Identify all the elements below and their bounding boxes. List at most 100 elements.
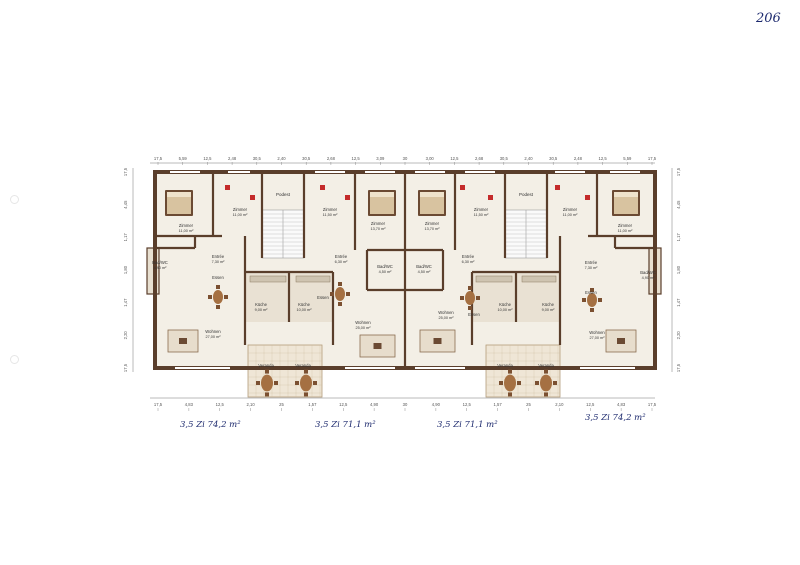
room-area: 6,30 m²: [462, 260, 476, 264]
room-name: Entrée: [335, 254, 348, 259]
dining-table-icon: [330, 282, 350, 306]
room-area: 4,90 m²: [154, 266, 168, 270]
sofa-icon: [359, 334, 396, 358]
room-area: 4,90 m²: [642, 276, 656, 280]
room-name: Essen: [212, 275, 224, 280]
sofa-icon: [419, 329, 456, 353]
room-name: Veranda: [295, 363, 311, 368]
chair-icon: [345, 195, 350, 200]
dimension-bottom-label: 2,10: [247, 402, 256, 407]
sofa-icon: [605, 329, 637, 353]
dimension-right-label: 17,5: [676, 363, 681, 372]
room-area: 11,00 m²: [233, 213, 248, 217]
dimension-top-label: 2,40: [277, 156, 286, 161]
dimension-bottom-label: 4,83: [185, 402, 194, 407]
dimension-top-label: 2,68: [327, 156, 336, 161]
chair-icon: [225, 185, 230, 190]
room-name: Zimmer: [425, 221, 440, 226]
chair-icon: [250, 195, 255, 200]
room-area: 10,00 m²: [297, 308, 313, 312]
dining-table-icon: [499, 369, 521, 397]
dimension-right-label: 1,17: [676, 233, 681, 242]
dimension-left-label: 1,80: [123, 265, 128, 274]
apartment-size-note-1: 3,5 Zi 74,2 m²: [180, 420, 241, 430]
room-area: 13,70 m²: [371, 227, 387, 231]
dining-table-icon: [460, 286, 480, 310]
apartment-size-note-2: 3,5 Zi 71,1 m²: [315, 420, 376, 430]
dimension-top-label: 3,00: [426, 156, 435, 161]
building: [146, 170, 662, 398]
room-area: 27,00 m²: [590, 336, 606, 340]
chair-icon: [585, 195, 590, 200]
dimension-bottom-label: 12,5: [586, 402, 595, 407]
room-name: Zimmer: [563, 207, 578, 212]
room-area: 9,00 m²: [542, 308, 556, 312]
chair-icon: [555, 185, 560, 190]
room-name: Küche: [542, 302, 555, 307]
stair-treads: [262, 213, 547, 255]
dimension-top-label: 2,48: [574, 156, 583, 161]
room-name: Zimmer: [179, 223, 194, 228]
dimension-right-label: 17,5: [676, 167, 681, 176]
room-area: 25,00 m²: [356, 326, 372, 330]
dimension-top-label: 3,09: [376, 156, 385, 161]
dimension-bottom-label: 12,5: [463, 402, 472, 407]
kitchen-counter: [295, 275, 331, 283]
sofa-icon: [167, 329, 199, 353]
dimension-top-label: 2,68: [475, 156, 484, 161]
room-name: Küche: [255, 302, 268, 307]
room-name: Veranda: [538, 363, 554, 368]
room-area: 11,50 m²: [323, 213, 338, 217]
punch-hole-top: [10, 195, 19, 204]
room-name: Bad/WC: [377, 264, 393, 269]
dimension-left-label: 2,20: [123, 331, 128, 340]
apartment-size-note-3: 3,5 Zi 71,1 m²: [437, 420, 498, 430]
windows: [170, 171, 640, 369]
dining-table-icon: [256, 369, 278, 397]
room-area: 4,50 m²: [379, 270, 393, 274]
page-mark: 206: [755, 11, 781, 26]
stair-label-left: Podest: [276, 192, 291, 197]
dimension-bottom-label: 25: [279, 402, 284, 407]
chair-icon: [320, 185, 325, 190]
dimension-top-label: 5,59: [179, 156, 188, 161]
dimension-top-label: 12,5: [450, 156, 459, 161]
interior-walls: [155, 172, 655, 368]
bed-icon: [165, 190, 193, 216]
room-name: Bad/WC: [640, 270, 656, 275]
room-name: Veranda: [497, 363, 513, 368]
room-name: Wohnen: [205, 329, 221, 334]
bed-icon: [612, 190, 640, 216]
room-name: Küche: [298, 302, 311, 307]
room-name: Zimmer: [323, 207, 338, 212]
dimension-bottom-label: 4,90: [370, 402, 379, 407]
dimension-top-label: 30,5: [253, 156, 262, 161]
room-name: Zimmer: [233, 207, 248, 212]
chair-icon: [460, 185, 465, 190]
dimension-top-label: 12,5: [599, 156, 608, 161]
dimension-top-label: 2,40: [524, 156, 533, 161]
dimension-top-label: 17,5: [648, 156, 657, 161]
room-area: 7,30 m²: [585, 266, 599, 270]
dimension-bottom-label: 1,57: [308, 402, 317, 407]
room-area: 11,00 m²: [179, 229, 194, 233]
room-name: Bad/WC: [152, 260, 168, 265]
dimension-top-label: 12,5: [203, 156, 212, 161]
dimension-left-label: 1,47: [123, 298, 128, 307]
dimension-bottom-label: 12,5: [216, 402, 225, 407]
dimension-left-label: 17,5: [123, 167, 128, 176]
room-name: Zimmer: [371, 221, 386, 226]
kitchen-counter: [475, 275, 513, 283]
bed-icon: [368, 190, 396, 216]
room-name: Entrée: [212, 254, 225, 259]
furniture: [165, 185, 640, 397]
dimension-right-label: 1,80: [676, 265, 681, 274]
dimension-bottom-label: 4,83: [617, 402, 626, 407]
dining-table-icon: [295, 369, 317, 397]
dimension-lines: [132, 162, 673, 399]
room-name: Wohnen: [589, 330, 605, 335]
